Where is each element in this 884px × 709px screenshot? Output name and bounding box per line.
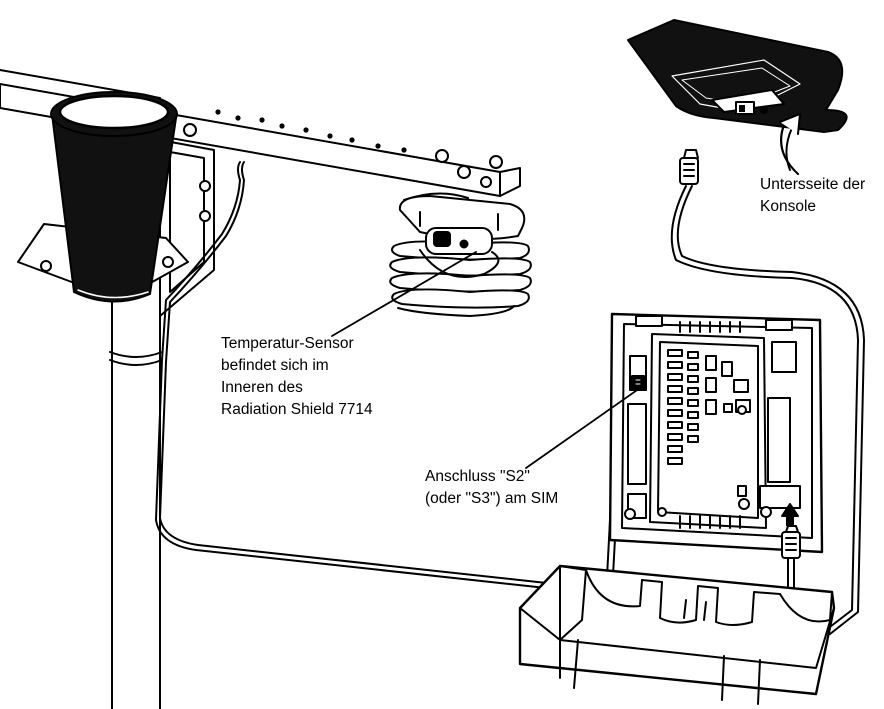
label-temperature-sensor-line-2: befindet sich im bbox=[221, 357, 329, 374]
label-console-underside-line-2: Konsole bbox=[760, 198, 817, 215]
label-console-underside: Untersseite der Konsole bbox=[760, 174, 865, 218]
sim-board-screws bbox=[624, 405, 772, 520]
leader-line-port bbox=[525, 387, 641, 469]
console-connector-plug bbox=[679, 149, 699, 185]
sim-port-s2 bbox=[631, 375, 645, 391]
label-console-underside-line-1: Untersseite der bbox=[760, 176, 866, 193]
sim-connector-plug bbox=[781, 525, 801, 559]
label-sim-port-line-1: Anschluss "S2" bbox=[425, 468, 530, 485]
console-unit bbox=[627, 19, 848, 133]
leader-line-sensor bbox=[331, 251, 477, 337]
sim-arrow bbox=[781, 503, 799, 526]
label-temperature-sensor-line-1: Temperatur-Sensor bbox=[221, 335, 354, 352]
console-cable bbox=[670, 185, 865, 635]
sim-board-top-tabs bbox=[635, 315, 793, 529]
mounting-pole bbox=[109, 299, 163, 709]
sim-board bbox=[608, 312, 824, 554]
label-sim-port: Anschluss "S2" (oder "S3") am SIM bbox=[425, 466, 558, 510]
radiation-shield bbox=[389, 192, 532, 317]
label-temperature-sensor-line-4: Radiation Shield 7714 bbox=[221, 401, 373, 418]
label-temperature-sensor: Temperatur-Sensor befindet sich im Inner… bbox=[221, 333, 373, 421]
label-sim-port-line-2: (oder "S3") am SIM bbox=[425, 490, 559, 507]
sensor-cable bbox=[155, 161, 575, 592]
base-enclosure bbox=[518, 564, 836, 705]
console-arrow bbox=[779, 113, 801, 176]
label-temperature-sensor-line-3: Inneren des bbox=[221, 379, 303, 396]
leader-lines bbox=[331, 251, 641, 469]
rain-collector bbox=[17, 91, 189, 303]
